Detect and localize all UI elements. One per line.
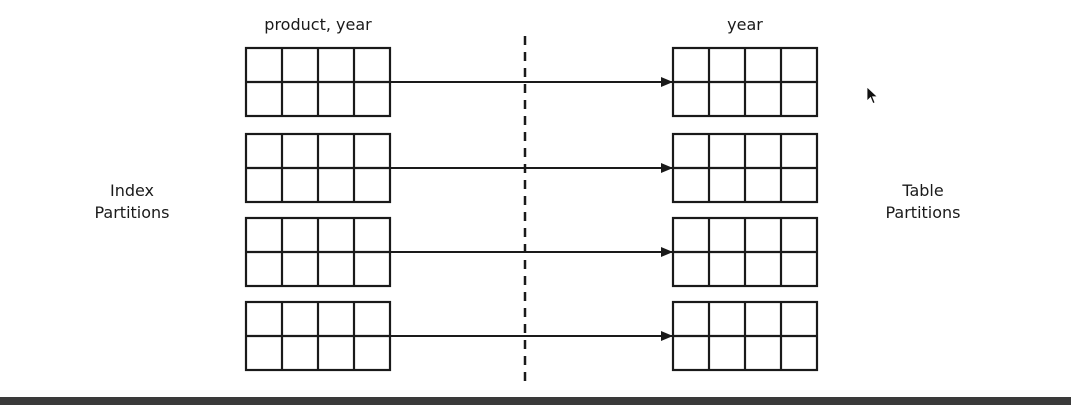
index-partitions-label-line2: Partitions — [94, 203, 170, 222]
table-partition-3 — [671, 216, 819, 288]
table-partitions-group — [671, 46, 819, 372]
table-partition-1 — [671, 46, 819, 118]
index-partition-3 — [244, 216, 392, 288]
table-partitions-label-line2: Partitions — [885, 203, 961, 222]
index-key-header: product, year — [264, 15, 372, 34]
table-partition-2 — [671, 132, 819, 204]
table-partitions-label: Table Partitions — [853, 180, 993, 224]
table-partition-4 — [671, 300, 819, 372]
index-partition-4 — [244, 300, 392, 372]
index-partitions-label-line1: Index — [109, 181, 155, 200]
mouse-pointer-icon — [866, 86, 879, 105]
index-partitions-label: Index Partitions — [62, 180, 202, 224]
index-partition-1 — [244, 46, 392, 118]
index-partitions-group — [244, 46, 392, 372]
partition-arrows-group — [390, 77, 673, 341]
table-key-header: year — [727, 15, 763, 34]
index-partition-2 — [244, 132, 392, 204]
bottom-bar — [0, 397, 1071, 405]
table-partitions-label-line1: Table — [902, 181, 944, 200]
